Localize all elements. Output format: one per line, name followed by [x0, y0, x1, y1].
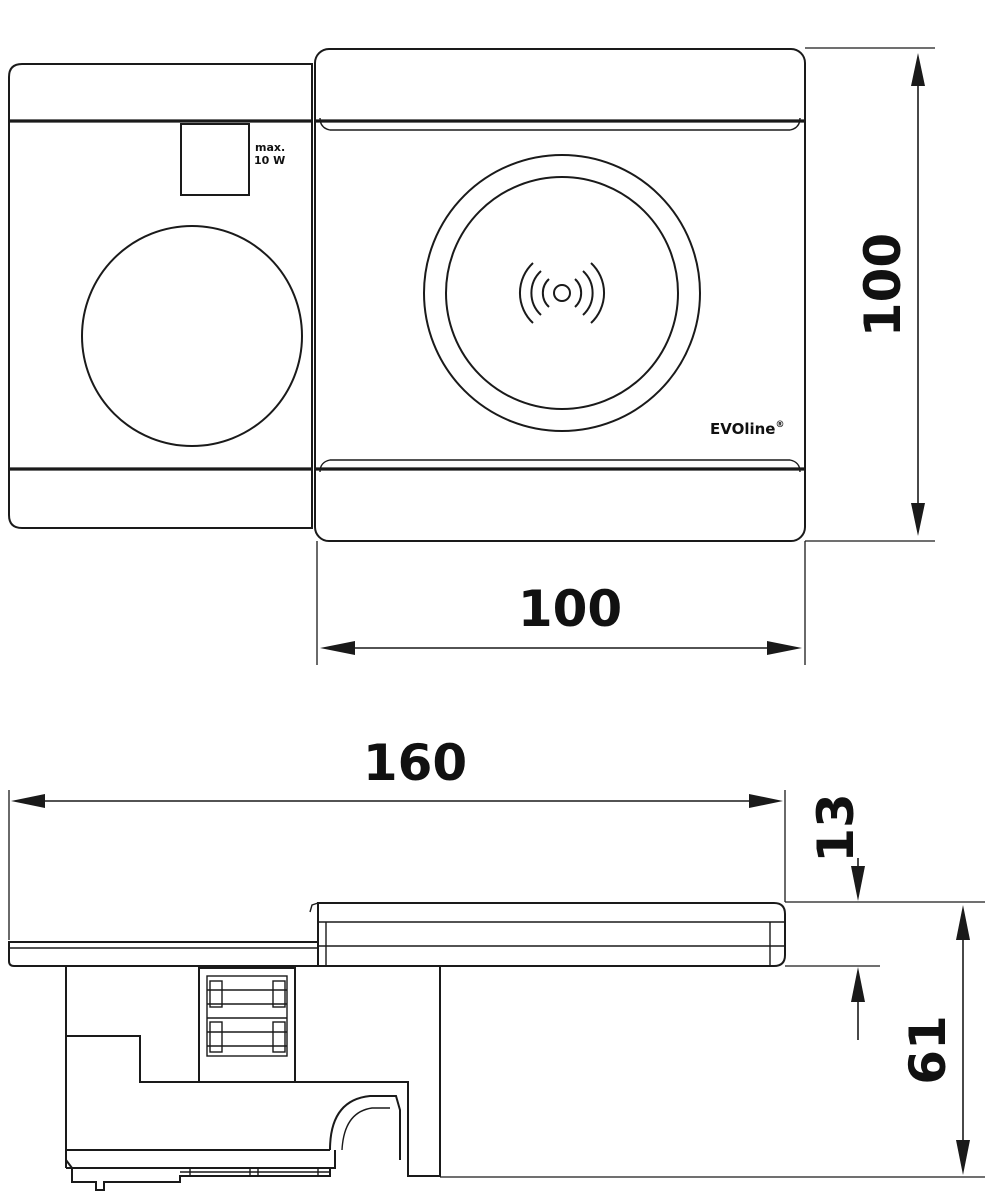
- dimension-depth: 61: [440, 905, 985, 1178]
- left-module: max. 10 W: [8, 63, 313, 529]
- right-module: EVOline®: [314, 48, 806, 542]
- side-view: 160: [8, 734, 985, 1191]
- top-view: max. 10 W EVOline®: [8, 47, 935, 665]
- power-note-line1: max.: [255, 141, 285, 154]
- round-lid: [81, 225, 303, 447]
- power-note-line2: 10 W: [254, 154, 285, 167]
- dimension-label-length: 160: [363, 734, 467, 792]
- dimension-width-top: 100: [316, 541, 806, 665]
- dimension-label-depth: 61: [899, 1015, 957, 1085]
- dimension-length-side: 160: [8, 734, 786, 940]
- usb-port: [180, 123, 250, 196]
- dimension-height-top: 100: [805, 47, 935, 542]
- dimension-top-plate-height: 13: [785, 793, 985, 1040]
- brand-logo: EVOline®: [710, 420, 784, 438]
- charging-ring-inner: [445, 176, 679, 410]
- charging-ring-outer: [423, 154, 701, 432]
- dimension-label-top-plate: 13: [807, 793, 865, 863]
- dimension-label-height: 100: [854, 233, 912, 337]
- dimension-label-width: 100: [518, 580, 622, 638]
- wireless-charging-icon: [519, 262, 605, 324]
